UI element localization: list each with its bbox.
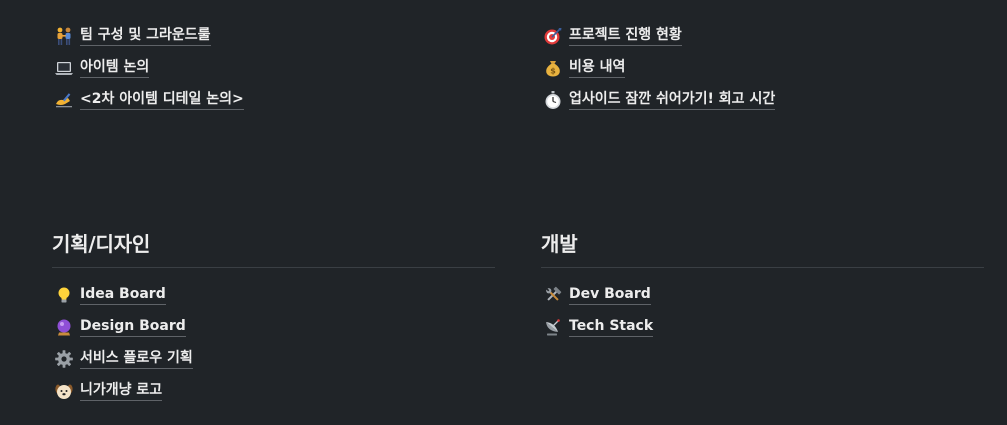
- svg-text:$: $: [550, 67, 556, 76]
- light-bulb-icon: [52, 283, 76, 307]
- section-heading-planning: 기획/디자인: [52, 232, 151, 256]
- link-label: 프로젝트 진행 현황: [569, 26, 682, 46]
- link-label: <2차 아이템 디테일 논의>: [80, 90, 244, 110]
- laptop-icon: [52, 56, 76, 80]
- writing-hand-icon: [52, 88, 76, 112]
- link-design-board[interactable]: Design Board: [52, 311, 193, 343]
- link-team-rules[interactable]: 팀 구성 및 그라운드룰: [52, 20, 244, 52]
- link-dev-board[interactable]: Dev Board: [541, 279, 653, 311]
- development-link-list: Dev Board Tech Stack: [541, 279, 654, 343]
- section-divider: [52, 267, 495, 268]
- direct-hit-target-icon: [541, 24, 565, 48]
- stopwatch-icon: [541, 88, 565, 112]
- link-label: 니가개냥 로고: [80, 381, 163, 401]
- link-label: 비용 내역: [569, 58, 626, 78]
- money-bag-icon: $: [541, 56, 565, 80]
- section-heading-development: 개발: [541, 232, 578, 256]
- dog-face-icon: [52, 379, 76, 403]
- section-divider: [541, 267, 984, 268]
- top-left-link-list: 팀 구성 및 그라운드룰 아이템 논의 <2차 아이템 디테일 논의>: [52, 20, 244, 116]
- link-tech-stack[interactable]: Tech Stack: [541, 311, 654, 343]
- link-label: 서비스 플로우 기획: [80, 349, 193, 369]
- link-label: Tech Stack: [569, 317, 654, 337]
- link-label: Design Board: [80, 317, 186, 337]
- top-right-link-list: 프로젝트 진행 현황 $ 비용 내역: [541, 20, 776, 116]
- link-retrospective[interactable]: 업사이드 잠깐 쉬어가기! 회고 시간: [541, 84, 776, 116]
- hammer-and-wrench-icon: [541, 283, 565, 307]
- link-logo[interactable]: 니가개냥 로고: [52, 375, 193, 407]
- link-label: 팀 구성 및 그라운드룰: [80, 26, 211, 46]
- link-label: Dev Board: [569, 285, 651, 305]
- link-second-item-detail[interactable]: <2차 아이템 디테일 논의>: [52, 84, 244, 116]
- crystal-ball-icon: [52, 315, 76, 339]
- link-project-status[interactable]: 프로젝트 진행 현황: [541, 20, 775, 52]
- satellite-antenna-icon: [541, 315, 565, 339]
- link-item-discussion[interactable]: 아이템 논의: [52, 52, 244, 84]
- link-expenses[interactable]: $ 비용 내역: [541, 52, 775, 84]
- link-service-flow[interactable]: 서비스 플로우 기획: [52, 343, 193, 375]
- link-label: 업사이드 잠깐 쉬어가기! 회고 시간: [569, 90, 776, 110]
- link-label: 아이템 논의: [80, 58, 150, 78]
- link-idea-board[interactable]: Idea Board: [52, 279, 193, 311]
- planning-link-list: Idea Board Design Board: [52, 279, 193, 407]
- gear-icon: [52, 347, 76, 371]
- link-label: Idea Board: [80, 285, 166, 305]
- people-holding-hands-icon: [52, 24, 76, 48]
